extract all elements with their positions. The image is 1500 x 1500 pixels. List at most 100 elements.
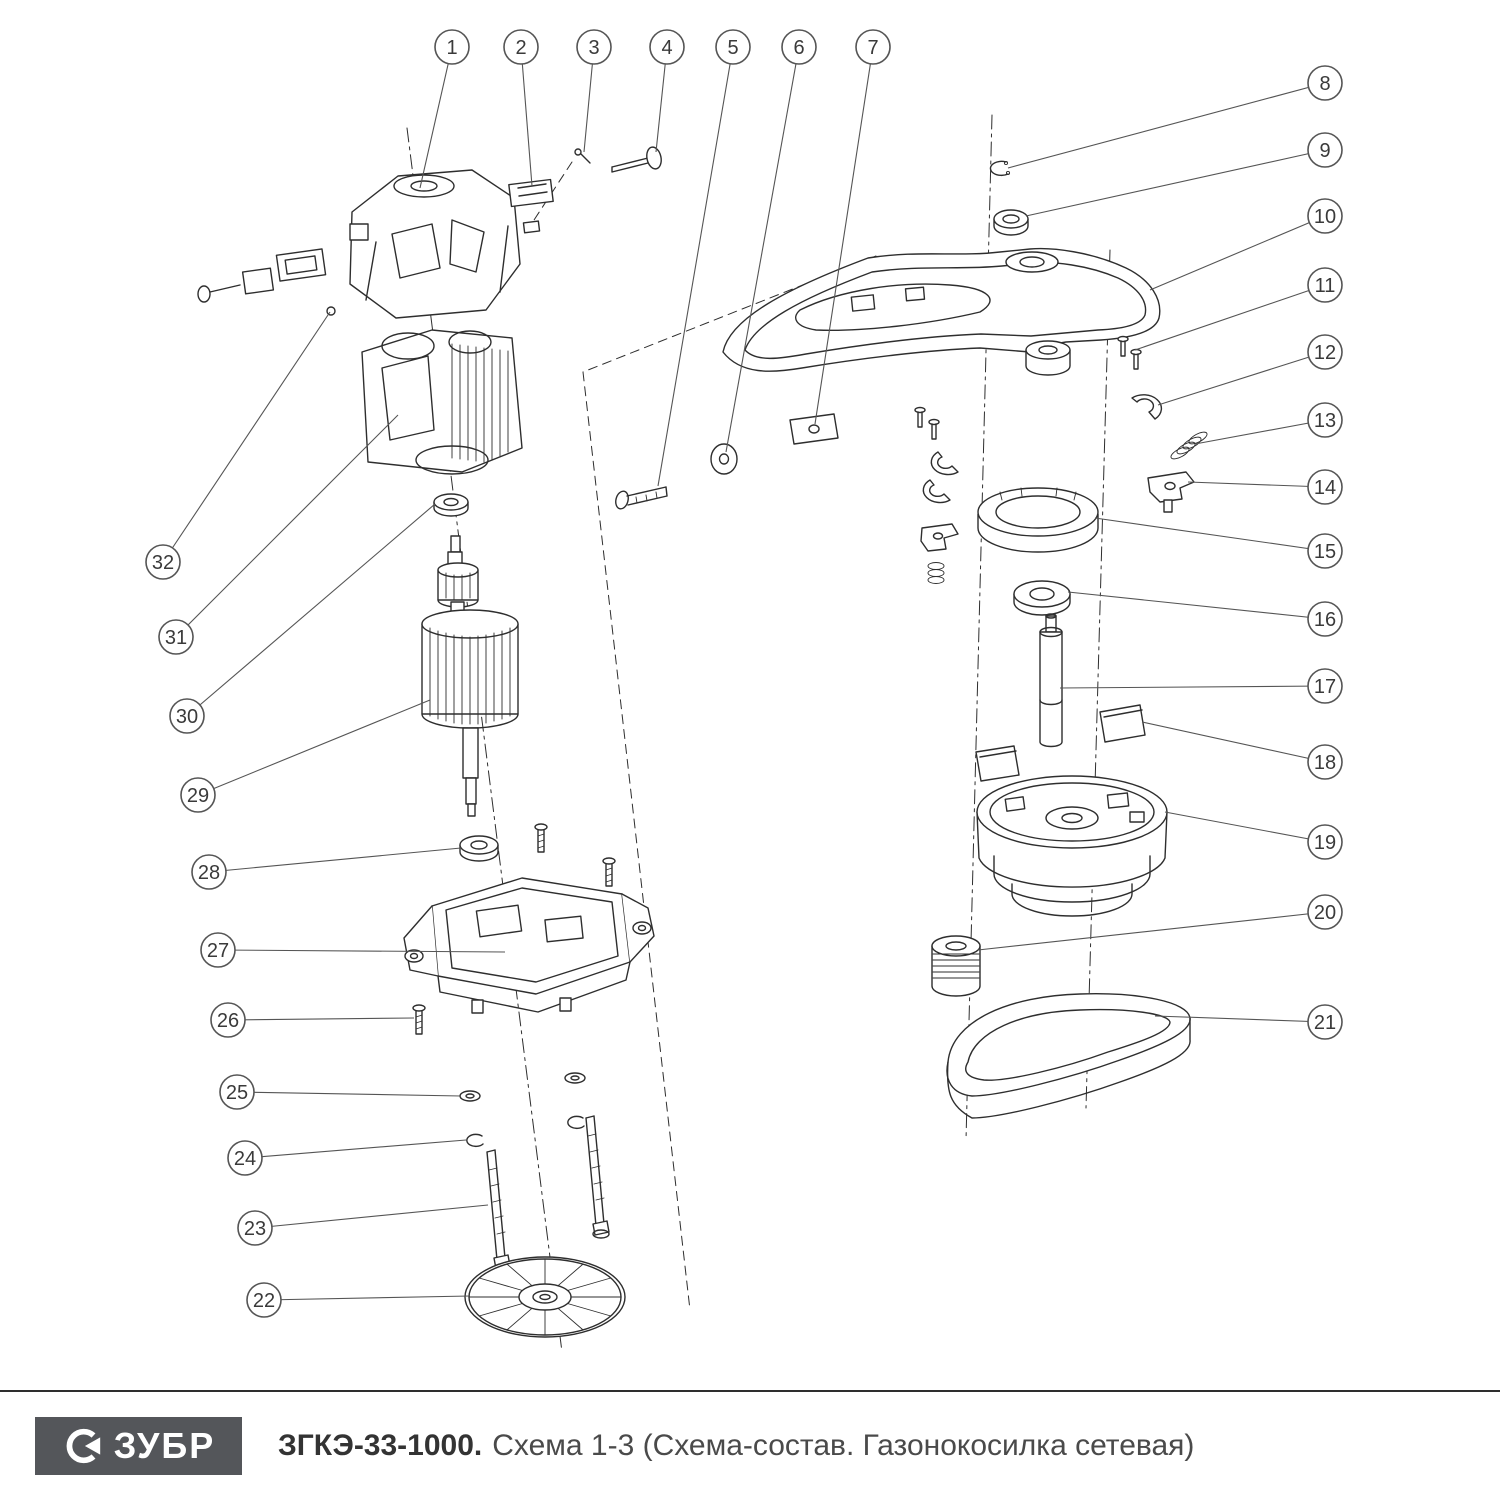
callout-1: 1 [434,29,470,65]
mount-screws [534,823,616,887]
leader-line-20 [977,911,1326,951]
leader-line-5 [657,46,734,487]
leader-line-10 [1149,215,1326,291]
rotor-armature-29 [421,535,519,817]
middle-hardware [615,413,839,510]
trimmer-spool-20 [931,935,981,997]
small-screw-3 [574,148,591,164]
brand-name: ЗУБР [113,1425,216,1466]
spring-13 [1170,431,1208,460]
svg-text:12: 12 [1314,342,1336,364]
svg-text:15: 15 [1314,541,1336,563]
svg-text:9: 9 [1319,140,1330,162]
callout-2: 2 [503,29,539,65]
svg-text:4: 4 [661,37,672,59]
callout-30: 30 [169,698,205,734]
brand-arrow-icon [66,1428,100,1464]
leader-line-14 [1187,481,1326,488]
svg-text:29: 29 [187,785,209,807]
leader-line-26 [227,1017,415,1021]
svg-text:23: 23 [244,1218,266,1240]
upper-bearing-30 [433,493,469,517]
svg-text:7: 7 [867,37,878,59]
svg-text:26: 26 [217,1010,239,1032]
leader-line-28 [208,847,462,873]
callout-19: 19 [1307,824,1343,860]
belt-guard-21 [946,993,1191,1119]
svg-text:14: 14 [1314,477,1336,499]
leader-lines [162,46,1326,1301]
leader-line-12 [1157,351,1326,406]
bearing-16 [1013,580,1071,616]
motor-mount-housing-27 [403,877,655,1014]
motor-top-housing [349,169,521,319]
stator-31 [361,329,523,475]
callout-28: 28 [191,854,227,890]
svg-text:19: 19 [1314,832,1336,854]
lever-14 [1147,471,1195,513]
svg-text:21: 21 [1314,1012,1336,1034]
clamp-12 [1131,394,1163,420]
footer: ЗУБР ЗГКЭ-33-1000. Схема 1-3 (Схема-соста… [0,1390,1500,1500]
mower-deck [722,247,1161,376]
motor-assembly [197,146,662,1338]
washer-6 [710,443,738,475]
svg-text:8: 8 [1319,73,1330,95]
svg-text:11: 11 [1315,275,1336,297]
svg-text:17: 17 [1314,676,1336,698]
screw-5 [615,486,668,510]
schema-subtitle: Схема 1-3 (Схема-состав. Газонокосилка с… [492,1429,1195,1462]
leader-line-16 [1067,591,1326,620]
bracket-18-left [975,745,1020,782]
svg-text:5: 5 [727,37,738,59]
leader-line-27 [217,949,506,953]
svg-text:18: 18 [1314,752,1336,774]
leader-line-6 [725,46,800,453]
callout-8: 8 [1307,65,1343,101]
svg-text:32: 32 [152,552,174,574]
callout-22: 22 [246,1282,282,1318]
svg-text:2: 2 [515,37,526,59]
fan-wheel-22 [464,1256,626,1338]
svg-text:10: 10 [1314,206,1336,228]
model-number: ЗГКЭ-33-1000. [278,1429,483,1462]
callout-12: 12 [1307,334,1343,370]
callout-31: 31 [158,619,194,655]
svg-text:16: 16 [1314,609,1336,631]
callout-24: 24 [227,1140,263,1176]
leader-line-11 [1134,284,1326,351]
leader-line-13 [1194,419,1326,445]
lower-bearing-28 [459,835,499,862]
callout-29: 29 [180,777,216,813]
leader-line-25 [236,1091,462,1097]
callout-15: 15 [1307,533,1343,569]
callout-13: 13 [1307,402,1343,438]
callout-5: 5 [715,29,751,65]
leader-line-7 [814,46,874,425]
callout-25: 25 [219,1074,255,1110]
leader-line-29 [197,699,431,796]
leader-line-19 [1164,811,1326,843]
parts-diagram: 1234567891011121314151617181920212223242… [145,29,1343,1353]
svg-text:13: 13 [1314,410,1336,432]
leader-line-24 [244,1139,467,1159]
spool-housing-19 [976,775,1168,917]
leader-line-18 [1141,721,1326,763]
callout-18: 18 [1307,744,1343,780]
svg-text:3: 3 [588,37,599,59]
leader-line-8 [1007,82,1326,169]
callout-4: 4 [649,29,685,65]
deck-assembly [722,160,1208,1119]
leader-line-15 [1094,517,1326,552]
clamp-parts-left [914,406,959,584]
brush-assembly-parts [197,248,336,316]
callout-17: 17 [1307,668,1343,704]
screws-11 [1117,335,1142,370]
svg-text:22: 22 [253,1290,275,1312]
callout-26: 26 [210,1002,246,1038]
circlip-8 [989,160,1011,177]
bearing-holder-ring-15 [977,487,1099,553]
svg-text:27: 27 [207,940,229,962]
svg-text:1: 1 [446,37,457,59]
